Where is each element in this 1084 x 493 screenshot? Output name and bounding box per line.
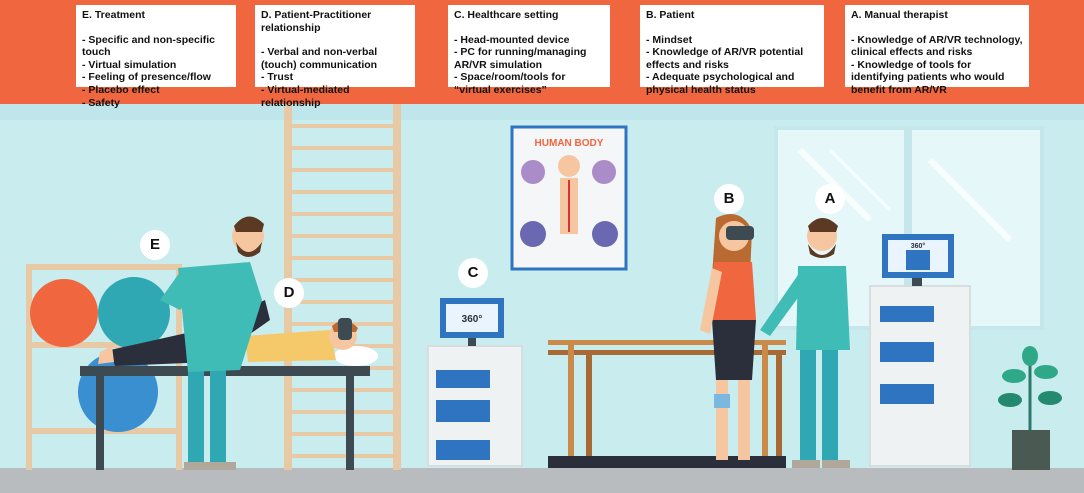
wall-stripe bbox=[0, 100, 1084, 120]
box-item: - Trust bbox=[261, 71, 294, 84]
box-item: - Mindset bbox=[646, 33, 693, 46]
exercise-ball-teal bbox=[98, 277, 170, 349]
box-item: - Adequate psychological and physical he… bbox=[646, 71, 795, 96]
box-title: D. Patient-Practitioner relationship bbox=[261, 9, 372, 34]
box-item: - PC for running/managing AR/VR simulati… bbox=[454, 46, 587, 71]
parallel-bars bbox=[548, 340, 786, 468]
label-a: A bbox=[815, 184, 845, 214]
therapist-right bbox=[760, 218, 850, 468]
box-item: - Knowledge of tools for identifying pat… bbox=[851, 58, 1005, 96]
box-item: - Virtual simulation bbox=[82, 58, 177, 71]
potted-plant bbox=[998, 346, 1062, 470]
label-d: D bbox=[274, 278, 304, 308]
box-item: - Placebo effect bbox=[82, 83, 160, 96]
box-title: E. Treatment bbox=[82, 9, 146, 21]
equipment-cart-center: 360° bbox=[427, 298, 523, 467]
box-title: C. Healthcare setting bbox=[454, 9, 559, 21]
box-item: - Knowledge of AR/VR technology, clinica… bbox=[851, 33, 1023, 59]
monitor-screen-text: 360° bbox=[462, 314, 483, 325]
exercise-ball-orange bbox=[30, 279, 98, 347]
box-item: - Head-mounted device bbox=[454, 33, 570, 46]
box-healthcare-setting: C. Healthcare setting - Head-mounted dev… bbox=[448, 5, 610, 96]
box-item: - Safety bbox=[82, 96, 120, 109]
floor bbox=[0, 468, 1084, 493]
box-item: - Feeling of presence/flow bbox=[82, 71, 211, 84]
box-item: - Virtual-mediated relationship bbox=[261, 83, 350, 109]
box-relationship: D. Patient-Practitioner relationship - V… bbox=[255, 5, 415, 109]
box-item: - Verbal and non-verbal (touch) communic… bbox=[261, 46, 378, 71]
label-e: E bbox=[140, 230, 170, 260]
box-item: - Knowledge of AR/VR potential effects a… bbox=[646, 46, 804, 71]
box-item: - Space/room/tools for “virtual exercise… bbox=[454, 71, 566, 96]
label-b: B bbox=[714, 184, 744, 214]
box-title: A. Manual therapist bbox=[851, 9, 948, 21]
equipment-cart-right: 360° bbox=[869, 234, 971, 467]
standing-patient bbox=[700, 214, 756, 460]
box-manual-therapist: A. Manual therapist - Knowledge of AR/VR… bbox=[845, 5, 1029, 96]
box-treatment: E. Treatment - Specific and non-specific… bbox=[76, 5, 236, 109]
box-patient: B. Patient - Mindset - Knowledge of AR/V… bbox=[640, 5, 824, 96]
therapist-left bbox=[160, 216, 264, 470]
monitor-right-text: 360° bbox=[911, 242, 926, 250]
box-item: - Specific and non-specific touch bbox=[82, 33, 216, 59]
poster-title: HUMAN BODY bbox=[535, 138, 604, 149]
label-c: C bbox=[458, 258, 488, 288]
anatomy-poster: HUMAN BODY bbox=[510, 125, 628, 271]
box-title: B. Patient bbox=[646, 9, 695, 21]
